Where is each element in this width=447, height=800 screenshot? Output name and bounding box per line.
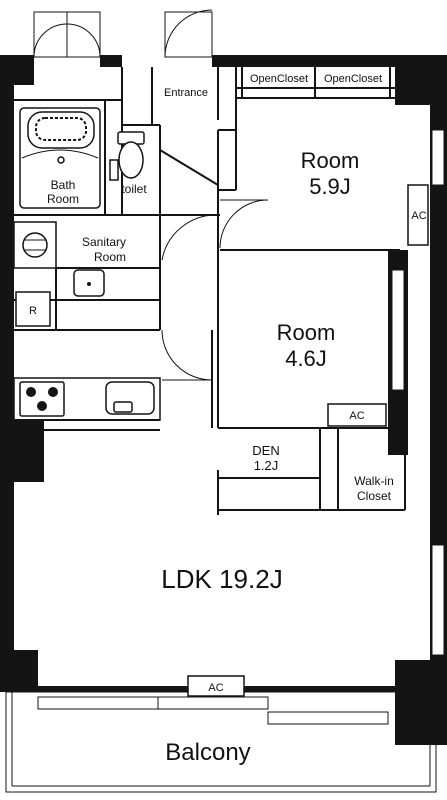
ldk-bottom-window-3 [267,711,389,725]
room1-name: Room [301,148,360,173]
walkin-label-line2: Closet [357,489,392,503]
entrance-label: Entrance [164,87,208,99]
right-outer-wall [430,100,447,670]
top-wall-segment-2 [212,55,242,67]
room2-window [391,269,405,391]
ldk-right-window [431,544,445,656]
room2-size: 4.6J [285,346,327,371]
ac-room1-label: AC [411,210,426,222]
walkin-label-line1: Walk-in [354,474,394,488]
ac-ldk-label: AC [208,682,223,694]
room1-window [431,129,445,186]
bath-label-line1: Bath [51,178,76,192]
ac-unit-room2 [327,403,387,427]
toilet-bowl [118,141,144,179]
left-outer-wall [0,55,14,667]
bottom-right-pillar [395,660,447,745]
toilet-label: toilet [121,182,147,196]
ac-room2-label: AC [349,410,364,422]
entrance-door-frame [164,11,213,58]
sanitary-label-line2: Room [94,250,126,264]
open-closet-1-label: OpenCloset [250,73,308,85]
ldk-label: LDK 19.2J [161,564,282,594]
ac-unit-room1 [407,184,429,246]
left-bottom-pillar [0,650,38,692]
toilet-sink [109,159,119,181]
den-size: 1.2J [254,458,279,473]
sanitary-label-line1: Sanitary [82,235,126,249]
ldk-bottom-window-1 [37,696,159,710]
left-top-wall [14,55,34,85]
room2-name: Room [277,320,336,345]
ldk-bottom-window-2 [157,696,269,710]
refrigerator [15,291,51,327]
open-closet-2-label: OpenCloset [324,73,382,85]
refrigerator-label: R [29,305,37,317]
ac-unit-ldk [187,675,245,697]
balcony-label: Balcony [165,739,250,766]
top-right-pillar [395,55,447,105]
den-name: DEN [252,443,279,458]
room1-size: 5.9J [309,174,351,199]
top-wall-segment-3 [242,55,402,67]
bath-label-line2: Room [47,192,79,206]
top-wall-segment-1 [100,55,122,67]
